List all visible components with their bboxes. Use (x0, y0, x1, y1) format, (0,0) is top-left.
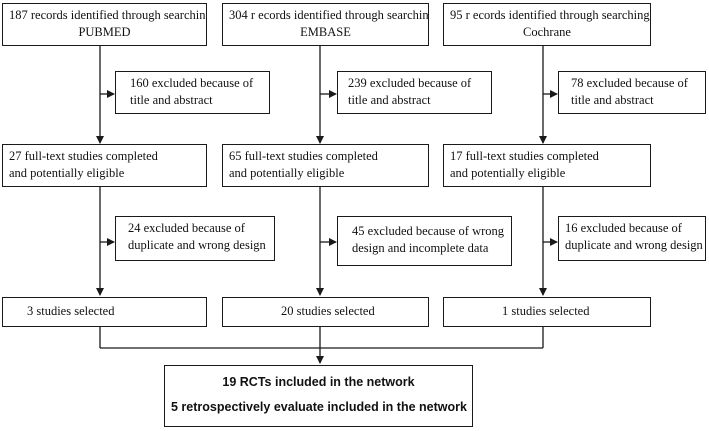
source-box-pubmed: 187 records identified through searching… (2, 3, 207, 46)
source-box-cochrane: 95 r ecords identified through searching… (443, 3, 651, 46)
source-database-name: PUBMED (78, 25, 131, 39)
selected-box-2: 20 studies selected (222, 297, 429, 327)
fulltext-status-text: and potentially eligible (9, 166, 125, 180)
source-database-name: EMBASE (300, 25, 351, 39)
exclusion-box-fulltext-1: 24 excluded because of duplicate and wro… (115, 216, 275, 261)
exclusion-count-text: 24 excluded because of (128, 221, 245, 235)
source-count-text: 304 r ecords identified through searchin… (229, 8, 429, 22)
final-included-box: 19 RCTs included in the network 5 retros… (164, 365, 473, 427)
source-box-embase: 304 r ecords identified through searchin… (222, 3, 429, 46)
final-retrospective-text: 5 retrospectively evaluate included in t… (171, 400, 467, 414)
exclusion-reason-text: duplicate and wrong design (565, 238, 703, 252)
fulltext-count-text: 17 full-text studies completed (450, 149, 599, 163)
exclusion-reason-text: design and incomplete data (352, 241, 489, 255)
exclusion-box-title-abstract-1: 160 excluded because of title and abstra… (115, 71, 270, 114)
exclusion-count-text: 16 excluded because of (565, 221, 682, 235)
fulltext-box-1: 27 full-text studies completed and poten… (2, 144, 207, 187)
exclusion-reason-text: title and abstract (348, 93, 431, 107)
exclusion-box-title-abstract-2: 239 excluded because of title and abstra… (337, 71, 492, 114)
exclusion-reason-text: duplicate and wrong design (128, 238, 266, 252)
fulltext-count-text: 65 full-text studies completed (229, 149, 378, 163)
exclusion-count-text: 45 excluded because of wrong (352, 224, 505, 238)
exclusion-box-title-abstract-3: 78 excluded because of title and abstrac… (558, 71, 706, 114)
exclusion-count-text: 78 excluded because of (571, 76, 688, 90)
exclusion-count-text: 160 excluded because of (130, 76, 254, 90)
selected-count-text: 3 studies selected (27, 304, 115, 318)
fulltext-count-text: 27 full-text studies completed (9, 149, 158, 163)
fulltext-status-text: and potentially eligible (450, 166, 566, 180)
selected-count-text: 20 studies selected (281, 304, 375, 318)
fulltext-status-text: and potentially eligible (229, 166, 345, 180)
selected-box-3: 1 studies selected (443, 297, 651, 327)
exclusion-count-text: 239 excluded because of (348, 76, 472, 90)
source-database-name: Cochrane (523, 25, 571, 39)
selected-count-text: 1 studies selected (502, 304, 590, 318)
exclusion-box-fulltext-2: 45 excluded because of wrong design and … (337, 216, 512, 266)
source-count-text: 187 records identified through searching (9, 8, 207, 22)
exclusion-reason-text: title and abstract (571, 93, 654, 107)
final-rct-count-text: 19 RCTs included in the network (222, 375, 415, 389)
fulltext-box-3: 17 full-text studies completed and poten… (443, 144, 651, 187)
exclusion-reason-text: title and abstract (130, 93, 213, 107)
fulltext-box-2: 65 full-text studies completed and poten… (222, 144, 429, 187)
exclusion-box-fulltext-3: 16 excluded because of duplicate and wro… (558, 216, 706, 261)
source-count-text: 95 r ecords identified through searching (450, 8, 650, 22)
selected-box-1: 3 studies selected (2, 297, 207, 327)
